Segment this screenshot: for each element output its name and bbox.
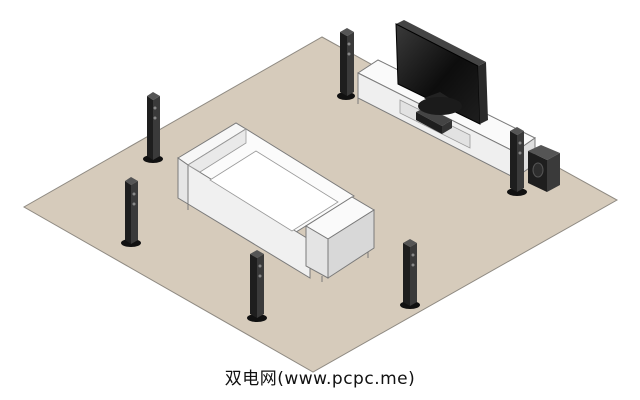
sofa-icon (177, 122, 375, 282)
tower-speaker-icon (507, 127, 527, 196)
tower-speaker-icon (143, 92, 163, 163)
tv-icon (395, 20, 488, 125)
tower-speaker-icon (247, 250, 267, 322)
watermark-caption: 双电网(www.pcpc.me) (224, 369, 416, 389)
tower-speaker-icon (121, 177, 141, 247)
subwoofer-icon (528, 145, 560, 192)
tower-speaker-icon (400, 239, 420, 309)
tower-speaker-icon (337, 28, 355, 100)
